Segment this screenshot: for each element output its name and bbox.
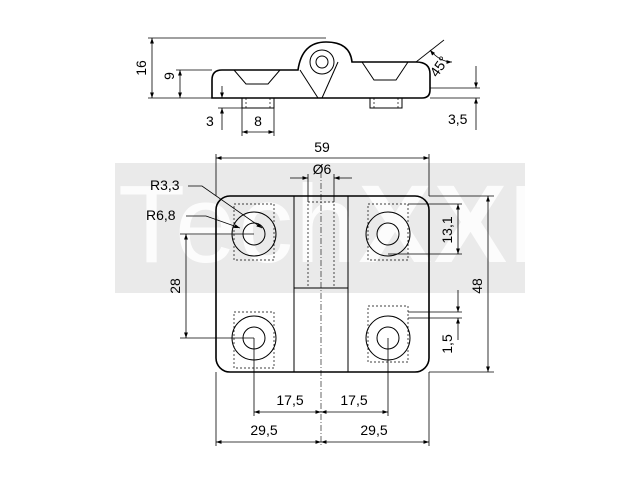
dim-35-label: 3,5 <box>448 111 468 127</box>
side-view-split <box>299 69 319 99</box>
dim-r68-label: R6,8 <box>146 207 176 223</box>
top-view-outline <box>215 195 430 373</box>
side-view-body <box>211 41 431 99</box>
hole-top-right-outer <box>365 211 411 257</box>
dim-48-label: 48 <box>469 278 485 294</box>
dim-131-label: 13,1 <box>439 216 455 243</box>
dim-295-left-label: 29,5 <box>250 422 277 438</box>
side-view-knuckle <box>309 49 335 75</box>
side-view-recess-right <box>369 97 403 109</box>
side-view-countersink-left <box>233 69 281 85</box>
hole-top-right-inner <box>376 222 400 246</box>
dim-59-label: 59 <box>314 139 330 155</box>
side-view-split-2 <box>321 61 339 99</box>
hole-top-right <box>365 203 411 261</box>
side-view-pin <box>315 55 329 69</box>
dim-r33-leader <box>188 185 263 229</box>
hole-top-left-recess <box>233 203 275 261</box>
hole-top-right-recess <box>367 203 409 261</box>
side-view-recess-left <box>241 97 275 109</box>
dim-15-label: 1,5 <box>439 334 455 354</box>
top-view: 59 Ø6 R3,3 R6,8 28 48 <box>146 139 494 446</box>
side-view: 16 9 3 8 45° 3,5 <box>133 37 480 136</box>
dim-d6-label: Ø6 <box>313 161 332 177</box>
side-view-countersink-right <box>361 61 409 81</box>
dim-9-label: 9 <box>161 72 177 80</box>
hole-top-left <box>231 203 277 261</box>
dim-r68-leader <box>186 215 241 229</box>
dim-175-left-label: 17,5 <box>276 392 303 408</box>
dim-3-label: 3 <box>206 113 214 129</box>
dim-16-label: 16 <box>133 60 149 76</box>
dim-175-right-label: 17,5 <box>340 392 367 408</box>
dim-45-arc <box>429 49 453 64</box>
dim-8-label: 8 <box>254 113 262 129</box>
dim-r33-label: R3,3 <box>150 177 180 193</box>
dim-28-label: 28 <box>167 278 183 294</box>
side-view-hidden-lines <box>245 98 399 108</box>
dim-295-right-label: 29,5 <box>360 422 387 438</box>
